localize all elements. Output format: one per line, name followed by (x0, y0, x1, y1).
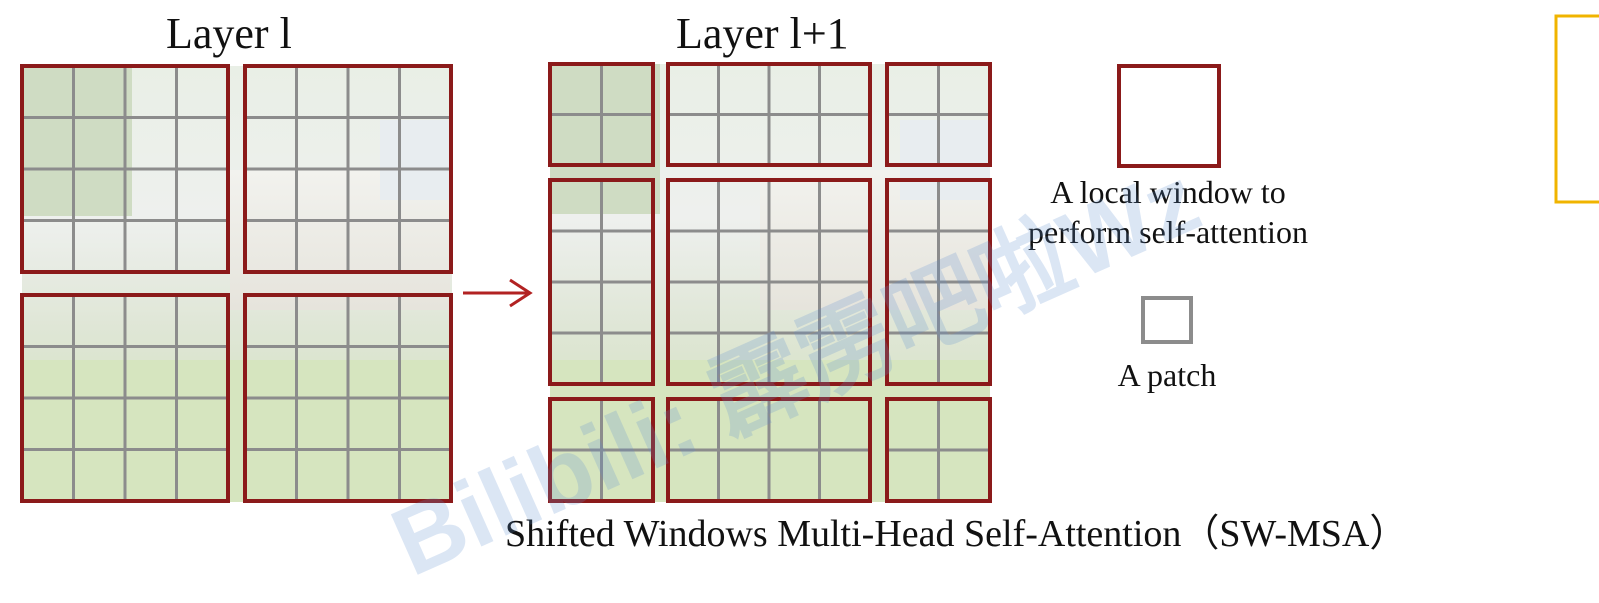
shifted-window (666, 397, 872, 503)
layer-l-title: Layer l (166, 9, 292, 58)
side-box (1554, 14, 1599, 204)
layer-l1-windows (548, 62, 992, 503)
diagram-caption: Shifted Windows Multi-Head Self-Attentio… (505, 513, 1408, 555)
legend-window-label-line1: A local window to (1050, 174, 1286, 210)
legend-patch-label: A patch (1117, 357, 1217, 393)
local-window (20, 293, 230, 503)
local-window (20, 64, 230, 274)
layer-l-image (22, 66, 452, 502)
shifted-window (548, 397, 655, 503)
shifted-window (548, 62, 655, 167)
layer-l1-patch-grid (550, 64, 990, 501)
legend-window-box (1117, 64, 1221, 168)
layer-l1-title: Layer l+1 (676, 9, 849, 58)
shifted-window (885, 397, 992, 503)
local-window (243, 293, 453, 503)
shifted-window (885, 62, 992, 167)
local-window (243, 64, 453, 274)
shifted-window (885, 178, 992, 386)
legend-window-label: A local window to perform self-attention (993, 172, 1343, 252)
legend-window-label-line2: perform self-attention (1028, 214, 1308, 250)
shifted-window (666, 178, 872, 386)
shifted-window (666, 62, 872, 167)
layer-l-patch-grid (22, 66, 451, 501)
legend-patch-box (1141, 296, 1193, 344)
shifted-window (548, 178, 655, 386)
diagram-canvas (20, 14, 1599, 503)
shift-arrow (463, 278, 533, 308)
layer-l-windows (20, 64, 453, 503)
